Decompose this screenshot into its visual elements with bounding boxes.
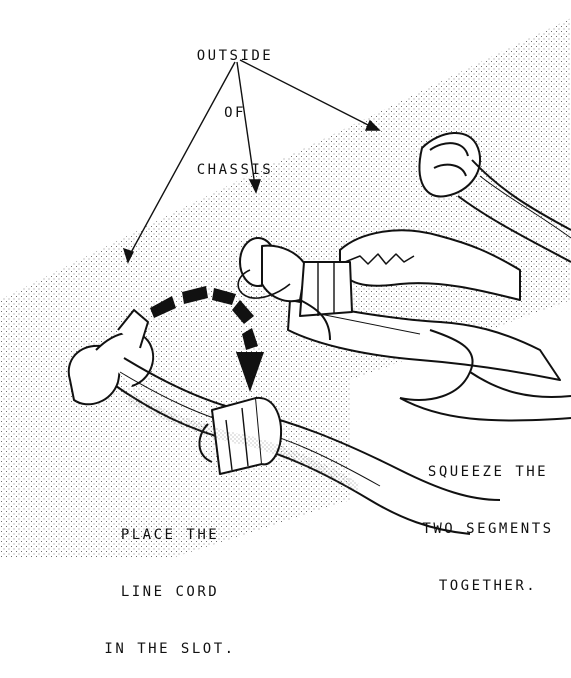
- caption-line: OUTSIDE: [160, 47, 310, 66]
- caption-line: LINE CORD: [100, 583, 240, 602]
- caption-squeeze-segments: SQUEEZE THE TWO SEGMENTS TOGETHER.: [405, 425, 571, 615]
- caption-line: TWO SEGMENTS: [405, 520, 571, 539]
- caption-place-line-cord: PLACE THE LINE CORD IN THE SLOT.: [100, 488, 240, 678]
- caption-line: CHASSIS: [160, 161, 310, 180]
- caption-line: PLACE THE: [100, 526, 240, 545]
- caption-line: TOGETHER.: [405, 577, 571, 596]
- caption-line: SQUEEZE THE: [405, 463, 571, 482]
- caption-line: OF: [160, 104, 310, 123]
- caption-line: IN THE SLOT.: [100, 640, 240, 659]
- caption-outside-of-chassis: OUTSIDE OF CHASSIS: [160, 9, 310, 199]
